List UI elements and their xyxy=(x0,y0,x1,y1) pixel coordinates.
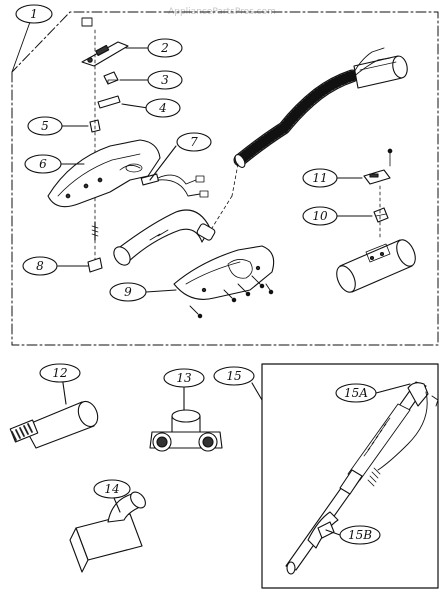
small-screw-part xyxy=(81,17,93,27)
hose-wires xyxy=(351,47,391,79)
callout-11: 11 xyxy=(302,168,338,188)
callout-15a-leader xyxy=(375,383,411,394)
callout-4-leader xyxy=(121,103,149,109)
callout-1: 1 xyxy=(15,4,53,24)
part-6-handle-housing xyxy=(47,139,161,208)
svg-text:12: 12 xyxy=(52,366,67,380)
hose-connection-line xyxy=(231,163,239,197)
callout-7-leader xyxy=(149,145,177,181)
svg-text:2: 2 xyxy=(160,41,169,55)
part-10-latch xyxy=(373,207,389,223)
svg-text:15A: 15A xyxy=(344,386,368,400)
svg-text:5: 5 xyxy=(41,119,49,133)
corrugated-hose xyxy=(233,69,359,168)
part-9-lower-housing xyxy=(173,245,275,300)
callout-3: 3 xyxy=(147,70,183,90)
callout-15b-leader xyxy=(325,529,341,536)
group-1-frame xyxy=(11,11,439,346)
svg-text:14: 14 xyxy=(104,482,119,496)
group-15-frame xyxy=(261,363,439,589)
callout-14: 14 xyxy=(93,479,131,499)
part-14-nozzle xyxy=(69,491,146,573)
callout-15b: 15B xyxy=(339,525,381,545)
callout-14-leader xyxy=(113,497,121,513)
svg-text:7: 7 xyxy=(190,135,198,149)
callout-15: 15 xyxy=(213,366,255,386)
part-15-wand-wire xyxy=(367,391,439,487)
callout-15-leader xyxy=(251,382,263,401)
callout-9: 9 xyxy=(109,282,147,302)
part-13-tool-holder xyxy=(149,409,223,452)
svg-text:10: 10 xyxy=(312,209,328,223)
callout-12: 12 xyxy=(39,363,81,383)
part-8-screw xyxy=(87,221,103,273)
svg-text:3: 3 xyxy=(161,73,169,87)
svg-text:4: 4 xyxy=(158,101,167,115)
hose-connection-line-2 xyxy=(211,195,233,229)
callout-9-leader xyxy=(145,289,177,293)
part-11-clip xyxy=(363,148,393,185)
svg-text:13: 13 xyxy=(176,371,192,385)
callout-10: 10 xyxy=(302,206,338,226)
part-9-screws xyxy=(189,275,274,319)
callout-15a: 15A xyxy=(335,383,377,403)
svg-text:8: 8 xyxy=(36,259,44,273)
svg-text:1: 1 xyxy=(30,7,38,21)
callout-8: 8 xyxy=(22,256,58,276)
callout-1-leader xyxy=(11,21,31,73)
part-3-clip xyxy=(103,71,119,85)
callout-7: 7 xyxy=(176,132,212,152)
handle-tube xyxy=(113,209,216,266)
callout-4: 4 xyxy=(145,98,181,118)
part-4-switch-bar xyxy=(97,95,121,109)
hose-cuff xyxy=(353,55,408,89)
part-15-wand xyxy=(285,381,429,575)
svg-text:11: 11 xyxy=(312,171,327,185)
callout-13: 13 xyxy=(163,368,205,388)
part-12-brush-tool xyxy=(9,400,99,449)
svg-text:6: 6 xyxy=(39,157,47,171)
hose-swivel-connector xyxy=(336,239,416,293)
callout-5: 5 xyxy=(27,116,63,136)
svg-text:9: 9 xyxy=(124,285,132,299)
svg-text:15: 15 xyxy=(226,369,241,383)
callout-6: 6 xyxy=(24,154,62,174)
part-2-top-plate xyxy=(81,41,129,67)
callout-2: 2 xyxy=(147,38,183,58)
svg-text:15B: 15B xyxy=(348,528,372,542)
